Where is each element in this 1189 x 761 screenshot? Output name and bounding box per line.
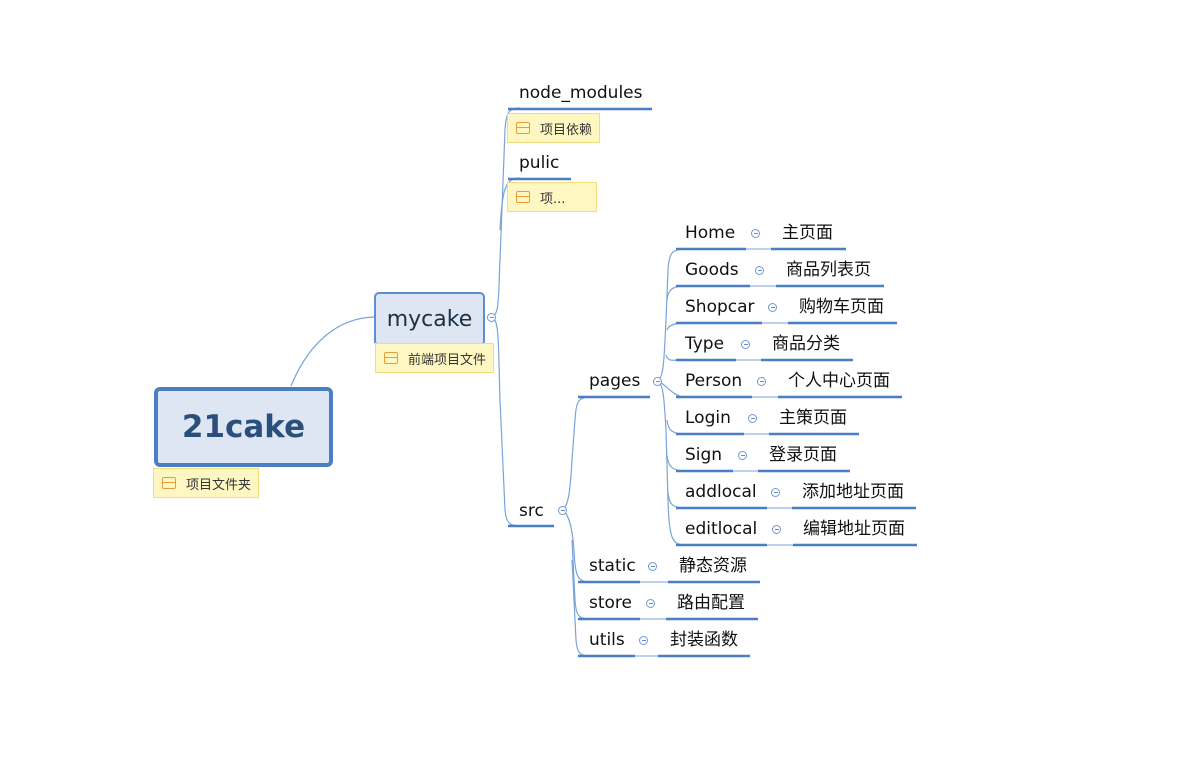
desc-type[interactable]: 商品分类 (772, 334, 840, 354)
connector-static (559, 509, 591, 583)
topic-login[interactable]: Login (685, 408, 731, 428)
connector-utils (571, 559, 591, 657)
connector-editlocal (655, 380, 686, 546)
node-modules-note[interactable]: 项目依赖 (507, 113, 600, 143)
desc-login[interactable]: 主策页面 (779, 408, 847, 428)
topic-home[interactable]: Home (685, 223, 736, 243)
connector-sign (666, 454, 686, 472)
root-topic-title: 21cake (181, 409, 306, 445)
note-icon (516, 191, 530, 203)
collapse-pages-icon[interactable] (653, 377, 662, 386)
topic-shopcar[interactable]: Shopcar (685, 297, 755, 317)
topic-node-modules[interactable]: node_modules (519, 83, 643, 103)
desc-editlocal[interactable]: 编辑地址页面 (803, 519, 905, 539)
topic-type[interactable]: Type (685, 334, 725, 354)
desc-store[interactable]: 路由配置 (677, 593, 745, 613)
pulic-note-text: 项... (540, 191, 566, 207)
desc-addlocal[interactable]: 添加地址页面 (802, 482, 904, 502)
desc-shopcar[interactable]: 购物车页面 (799, 297, 884, 317)
collapse-home-icon[interactable] (751, 229, 760, 238)
note-icon (162, 477, 176, 489)
topic-pages[interactable]: pages (589, 371, 641, 391)
collapse-addlocal-icon[interactable] (771, 488, 780, 497)
note-icon (384, 352, 398, 364)
desc-home[interactable]: 主页面 (782, 223, 833, 243)
topic-utils[interactable]: utils (589, 630, 625, 650)
main-note-text: 前端项目文件 (408, 352, 487, 368)
node-modules-note-text: 项目依赖 (540, 122, 593, 138)
connector-shopcar (666, 322, 686, 331)
connector-pages (559, 396, 591, 511)
topic-person[interactable]: Person (685, 371, 743, 391)
connector-home (655, 248, 686, 382)
root-note-text: 项目文件夹 (186, 477, 252, 493)
collapse-shopcar-icon[interactable] (768, 303, 777, 312)
topic-addlocal[interactable]: addlocal (685, 482, 757, 502)
note-icon (516, 122, 530, 134)
pulic-note[interactable]: 项... (507, 182, 597, 212)
collapse-editlocal-icon[interactable] (772, 525, 781, 534)
desc-person[interactable]: 个人中心页面 (788, 371, 890, 391)
connector-goods (666, 285, 686, 301)
collapse-static-icon[interactable] (648, 562, 657, 571)
collapse-src-icon[interactable] (558, 506, 567, 515)
desc-sign[interactable]: 登录页面 (769, 445, 837, 465)
desc-static[interactable]: 静态资源 (679, 556, 747, 576)
collapse-utils-icon[interactable] (639, 636, 648, 645)
connector-login (666, 419, 686, 435)
connector-addlocal (667, 491, 686, 509)
topic-goods[interactable]: Goods (685, 260, 739, 280)
topic-sign[interactable]: Sign (685, 445, 723, 465)
connector-store (571, 539, 591, 620)
collapse-type-icon[interactable] (741, 340, 750, 349)
desc-goods[interactable]: 商品列表页 (786, 260, 871, 280)
root-topic[interactable]: 21cake (154, 387, 333, 467)
topic-editlocal[interactable]: editlocal (685, 519, 758, 539)
main-topic-title: mycake (386, 306, 473, 332)
connector-root-mycake (290, 316, 375, 387)
topic-static[interactable]: static (589, 556, 636, 576)
collapse-goods-icon[interactable] (755, 266, 764, 275)
topic-store[interactable]: store (589, 593, 632, 613)
connector-type (665, 354, 686, 361)
collapse-mycake-icon[interactable] (487, 313, 496, 322)
connector-src (489, 316, 521, 527)
collapse-sign-icon[interactable] (738, 451, 747, 460)
root-note[interactable]: 项目文件夹 (153, 468, 259, 498)
collapse-store-icon[interactable] (646, 599, 655, 608)
main-topic[interactable]: mycake (374, 292, 485, 346)
collapse-login-icon[interactable] (748, 414, 757, 423)
topic-pulic[interactable]: pulic (519, 153, 560, 173)
topic-src[interactable]: src (519, 501, 544, 521)
main-note[interactable]: 前端项目文件 (375, 343, 494, 373)
desc-utils[interactable]: 封装函数 (670, 630, 738, 650)
collapse-person-icon[interactable] (757, 377, 766, 386)
